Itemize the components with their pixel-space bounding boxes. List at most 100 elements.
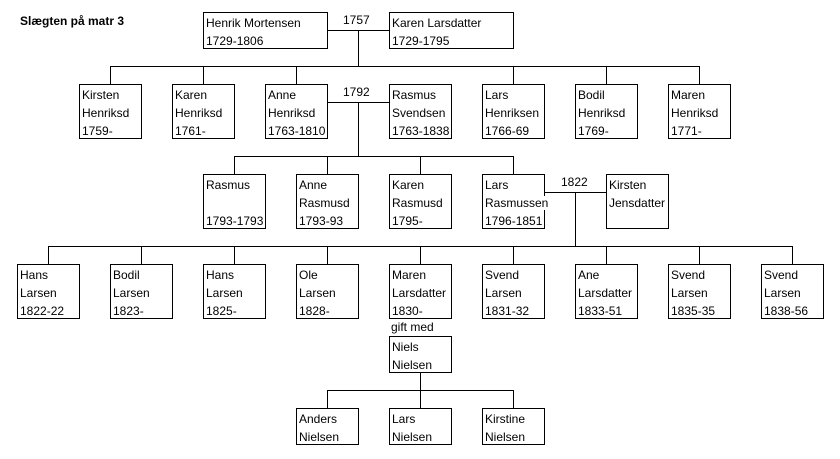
person-line: Henriksd [671, 104, 730, 122]
person-line: Karen Larsdatter [392, 14, 513, 32]
person-line: Larsen [206, 284, 265, 302]
person-line: 1823- [113, 302, 172, 320]
person-line: Bodil [578, 86, 637, 104]
person-detail: 1729-1806 [206, 34, 264, 48]
marriage-year-label: 1757 [343, 13, 370, 27]
person-detail: 1838-56 [764, 304, 809, 318]
person-first-name: Svend [485, 268, 520, 282]
person-line: 1831-32 [485, 302, 544, 320]
person-line: Niels [392, 338, 451, 356]
person-detail: 1763-1810 [268, 124, 326, 138]
person-line: Hans [206, 266, 265, 284]
person-line: 1838-56 [764, 302, 823, 320]
person-line: 1729-1806 [206, 32, 327, 50]
page-title: Slægten på matr 3 [20, 14, 125, 28]
person-detail: 1835-35 [671, 304, 716, 318]
person-detail: Henriksen [485, 106, 540, 120]
person-detail: Henriksd [82, 106, 130, 120]
person-first-name: Anne [299, 178, 328, 192]
person-detail: Nielsen [392, 430, 433, 444]
person-first-name: Lars [485, 88, 509, 102]
person-line: 1795- [392, 212, 451, 230]
person-line: Rasmus [392, 86, 451, 104]
person-detail: Larsen [113, 286, 150, 300]
marriage-year-label: 1822 [561, 175, 588, 189]
person-detail: 1796-1851 [485, 214, 543, 228]
person-first-name: Maren [392, 268, 427, 282]
person-line: 1833-51 [578, 302, 637, 320]
person-line: Svend [671, 266, 730, 284]
person-detail: Svendsen [392, 106, 446, 120]
person-line: Larsen [485, 284, 544, 302]
person-line: Larsen [113, 284, 172, 302]
person-first-name: Karen Larsdatter [392, 16, 482, 30]
marriage-year-label: 1792 [343, 85, 370, 99]
person-line: Nielsen [299, 428, 358, 446]
person-detail: Nielsen [485, 430, 526, 444]
person-box[interactable]: Rasmus 1793-1793 [203, 174, 266, 229]
person-line: Larsen [20, 284, 79, 302]
person-line: Maren [392, 266, 451, 284]
person-detail: 1793-93 [299, 214, 344, 228]
person-first-name: Niels [392, 340, 419, 354]
person-detail: Rasmussen [485, 196, 549, 210]
person-detail: Henriksd [268, 106, 316, 120]
person-first-name: Kirsten [609, 178, 647, 192]
person-line: Karen [175, 86, 234, 104]
person-line: Svend [485, 266, 544, 284]
person-detail: Nielsen [392, 358, 433, 372]
person-detail: 1769- [578, 124, 609, 138]
person-first-name: Rasmus [206, 178, 251, 192]
person-line: 1793-1793 [206, 212, 265, 230]
person-line: Svend [764, 266, 823, 284]
person-line: Anne [299, 176, 358, 194]
person-detail: 1763-1838 [392, 124, 450, 138]
person-line: Henriksd [82, 104, 141, 122]
person-line: 1793-93 [299, 212, 358, 230]
person-detail: Larsen [299, 286, 336, 300]
person-line: 1828- [299, 302, 358, 320]
person-detail: Larsen [671, 286, 708, 300]
person-line: Anders [299, 410, 358, 428]
person-line: Kirstine [485, 410, 544, 428]
person-detail: Jensdatter [609, 196, 666, 210]
person-line: Jensdatter [609, 194, 668, 212]
person-line: 1759- [82, 122, 141, 140]
person-detail: Larsen [485, 286, 522, 300]
person-detail: Larsdatter [392, 286, 447, 300]
person-detail: Henriksd [671, 106, 719, 120]
person-first-name: Ane [578, 268, 600, 282]
person-first-name: Kirsten [82, 88, 120, 102]
person-line: Larsen [671, 284, 730, 302]
person-detail: Larsen [206, 286, 243, 300]
person-line: 1822-22 [20, 302, 79, 320]
person-first-name: Hans [20, 268, 49, 282]
